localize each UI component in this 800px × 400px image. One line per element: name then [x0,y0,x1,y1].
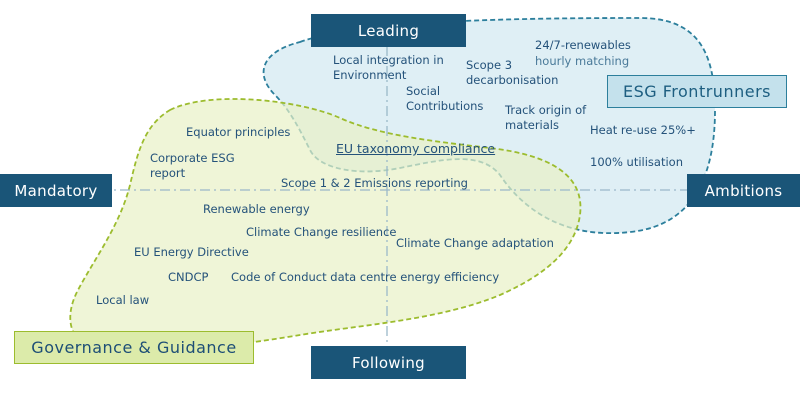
axis-following: Following [311,346,466,379]
item-track-origin: Track origin of materials [505,103,586,133]
item-renewables-247: 24/7-renewables [535,38,631,52]
item-hourly-matching: hourly matching [535,54,630,68]
item-climate-adaptation: Climate Change adaptation [396,236,554,250]
item-track-origin-line1: Track origin of [505,103,587,117]
item-corporate-esg-line1: Corporate ESG [150,151,235,165]
item-social-line1: Social [406,84,441,98]
item-local-integration: Local integration in Environment [333,53,444,83]
item-code-of-conduct: Code of Conduct data centre energy effic… [231,270,500,284]
item-renewable-energy: Renewable energy [203,202,310,216]
item-scope3-line2: decarbonisation [466,73,559,87]
item-local-integration-line2: Environment [333,68,407,82]
item-social-contributions: Social Contributions [406,84,483,114]
governance-guidance-label: Governance & Guidance [14,331,254,364]
item-scope3: Scope 3 decarbonisation [466,58,558,88]
item-local-law: Local law [96,293,150,307]
governance-guidance-region [69,98,582,354]
item-cndcp: CNDCP [168,270,209,284]
item-eu-taxonomy: EU taxonomy compliance [336,141,496,156]
item-corporate-esg: Corporate ESG report [150,151,235,181]
item-corporate-esg-line2: report [150,166,186,180]
item-equator-principles: Equator principles [186,125,291,139]
item-scope3-line1: Scope 3 [466,58,513,72]
item-utilisation: 100% utilisation [590,155,683,169]
esg-frontrunners-label: ESG Frontrunners [607,75,787,108]
axis-ambitions: Ambitions [687,174,800,207]
axis-mandatory: Mandatory [0,174,112,207]
item-track-origin-line2: materials [505,118,559,132]
item-eu-energy-directive: EU Energy Directive [134,245,249,259]
axis-leading: Leading [311,14,466,47]
item-scope12: Scope 1 & 2 Emissions reporting [281,176,468,190]
item-heat-reuse: Heat re-use 25%+ [590,123,696,137]
item-social-line2: Contributions [406,99,484,113]
item-climate-resilience: Climate Change resilience [246,225,397,239]
item-local-integration-line1: Local integration in [333,53,444,67]
